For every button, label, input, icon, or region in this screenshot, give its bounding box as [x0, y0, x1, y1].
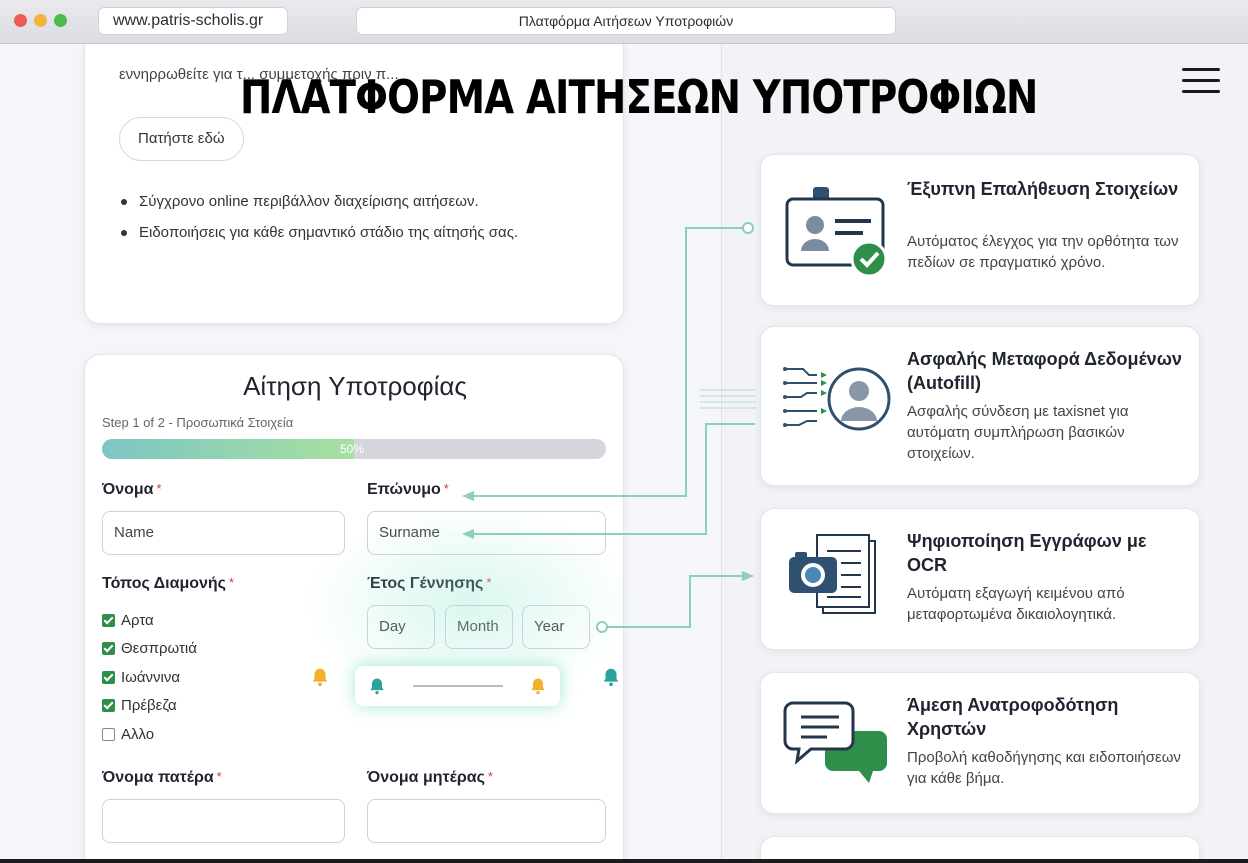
bullet-item: Ειδοποιήσεις για κάθε σημαντικό στάδιο τ…: [119, 224, 518, 241]
feature-title: Άμεση Ανατροφοδότηση Χρηστών: [907, 695, 1119, 739]
browser-chrome: www.patris-scholis.gr Πλατφόρμα Αιτήσεων…: [0, 0, 1248, 44]
mother-name-input[interactable]: [367, 799, 606, 843]
browser-tab-title[interactable]: Πλατφόρμα Αιτήσεων Υποτροφιών: [356, 7, 896, 35]
application-form-card: Αίτηση Υποτροφίας Step 1 of 2 - Προσωπικ…: [84, 354, 624, 859]
checkbox-unchecked-icon[interactable]: [102, 728, 115, 741]
feature-card-partial: [760, 836, 1200, 859]
first-name-input[interactable]: Name: [102, 511, 345, 555]
left-panel: εννηρρωθείτε για τ... συμμετοχής πριν π.…: [0, 44, 722, 859]
address-bar[interactable]: www.patris-scholis.gr: [98, 7, 288, 35]
user-data-transfer-icon: [783, 367, 891, 431]
checkbox-ioannina[interactable]: Ιωάννινα: [102, 669, 180, 686]
notification-bar: [355, 666, 560, 706]
close-window-button[interactable]: [14, 14, 27, 27]
checkbox-checked-icon[interactable]: [102, 671, 115, 684]
bullet-item: Σύγχρονο online περιβάλλον διαχείρισης α…: [119, 193, 518, 210]
feature-card-verification: Έξυπνη Επαλήθευση Στοιχείων Αυτόματος έλ…: [760, 154, 1200, 306]
checkbox-checked-icon[interactable]: [102, 614, 115, 627]
menu-line: [1182, 90, 1220, 93]
progress-text: 50%: [340, 442, 365, 456]
notification-divider: [412, 685, 503, 687]
bottom-edge: [0, 859, 1248, 863]
minimize-window-button[interactable]: [34, 14, 47, 27]
birth-month-input[interactable]: Month: [445, 605, 513, 649]
intro-bullets: Σύγχρονο online περιβάλλον διαχείρισης α…: [119, 193, 518, 255]
click-here-button[interactable]: Πατήστε εδώ: [119, 117, 244, 161]
mother-name-label: Όνομα μητέρας*: [367, 769, 493, 786]
checkbox-arta[interactable]: Αρτα: [102, 612, 154, 629]
bell-icon: [312, 668, 328, 687]
feature-card-feedback: Άμεση Ανατροφοδότηση Χρηστών Προβολή καθ…: [760, 672, 1200, 814]
birth-year-input[interactable]: Year: [522, 605, 590, 649]
camera-document-icon: [789, 534, 876, 614]
progress-bar: 50%: [102, 439, 606, 459]
feature-description: Προβολή καθοδήγησης και ειδοποιήσεων για…: [907, 749, 1181, 787]
feature-card-ocr: Ψηφιοποίηση Εγγράφων με OCR Αυτόματη εξα…: [760, 508, 1200, 650]
feature-description: Αυτόματη εξαγωγή κειμένου από μεταφορτωμ…: [907, 585, 1125, 623]
feature-title: Ασφαλής Μεταφορά Δεδομένων (Autofill): [907, 349, 1182, 393]
progress-fill: [102, 439, 354, 459]
feature-title: Έξυπνη Επαλήθευση Στοιχείων: [907, 179, 1179, 199]
checkbox-checked-icon[interactable]: [102, 642, 115, 655]
hamburger-icon[interactable]: [1182, 68, 1220, 94]
birth-day-input[interactable]: Day: [367, 605, 435, 649]
last-name-label: Επώνυμο*: [367, 481, 449, 498]
chat-bubbles-icon: [783, 701, 887, 783]
last-name-input[interactable]: Surname: [367, 511, 606, 555]
feature-title: Ψηφιοποίηση Εγγράφων με OCR: [907, 531, 1147, 575]
intro-card: εννηρρωθείτε για τ... συμμετοχής πριν π.…: [84, 44, 624, 324]
menu-line: [1182, 68, 1220, 71]
menu-line: [1182, 79, 1220, 82]
intro-text: εννηρρωθείτε για τ... συμμετοχής πριν π.…: [119, 66, 399, 83]
page-title: ΠΛΑΤΦΟΡΜΑ ΑΙΤΗΣΕΩΝ ΥΠΟΤΡΟΦΙΩΝ: [240, 70, 1038, 124]
birth-year-label: Έτος Γέννησης*: [367, 575, 492, 592]
feature-description: Ασφαλής σύνδεση με taxisnet για αυτόματη…: [907, 403, 1129, 462]
checkbox-preveza[interactable]: Πρέβεζα: [102, 697, 177, 714]
checkbox-checked-icon[interactable]: [102, 699, 115, 712]
feature-card-autofill: Ασφαλής Μεταφορά Δεδομένων (Autofill) Ασ…: [760, 326, 1200, 486]
form-title: Αίτηση Υποτροφίας: [243, 371, 467, 401]
first-name-label: Όνομα*: [102, 481, 162, 498]
feature-description: Αυτόματος έλεγχος για την ορθότητα των π…: [907, 233, 1179, 271]
step-label: Step 1 of 2 - Προσωπικά Στοιχεία: [102, 415, 294, 430]
id-card-check-icon: [785, 187, 888, 278]
father-name-label: Όνομα πατέρα*: [102, 769, 222, 786]
bell-icon: [531, 678, 545, 695]
bell-icon: [603, 668, 619, 687]
page-content: εννηρρωθείτε για τ... συμμετοχής πριν π.…: [0, 44, 1248, 859]
checkbox-thesprotia[interactable]: Θεσπρωτιά: [102, 640, 197, 657]
maximize-window-button[interactable]: [54, 14, 67, 27]
bell-icon: [370, 678, 384, 695]
residence-label: Τόπος Διαμονής*: [102, 575, 235, 592]
checkbox-other[interactable]: Αλλο: [102, 726, 154, 743]
father-name-input[interactable]: [102, 799, 345, 843]
